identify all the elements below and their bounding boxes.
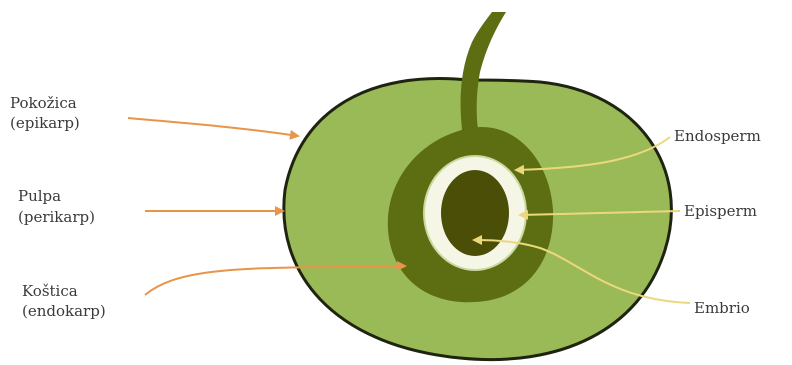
label-pericarp-line2: (perikarp) xyxy=(18,208,95,226)
label-epicarp-line1: Pokožica xyxy=(10,94,77,112)
olive-embryo xyxy=(441,170,509,256)
label-endocarp-line2: (endokarp) xyxy=(22,302,106,320)
arrow-epicarp xyxy=(128,118,298,136)
label-embryo: Embrio xyxy=(694,299,750,317)
label-epicarp-line2: (epikarp) xyxy=(10,114,80,132)
label-endocarp-line1: Koštica xyxy=(22,282,78,300)
label-pericarp-line1: Pulpa xyxy=(18,187,61,205)
label-episperm: Episperm xyxy=(684,202,757,220)
label-endosperm: Endosperm xyxy=(674,127,761,145)
